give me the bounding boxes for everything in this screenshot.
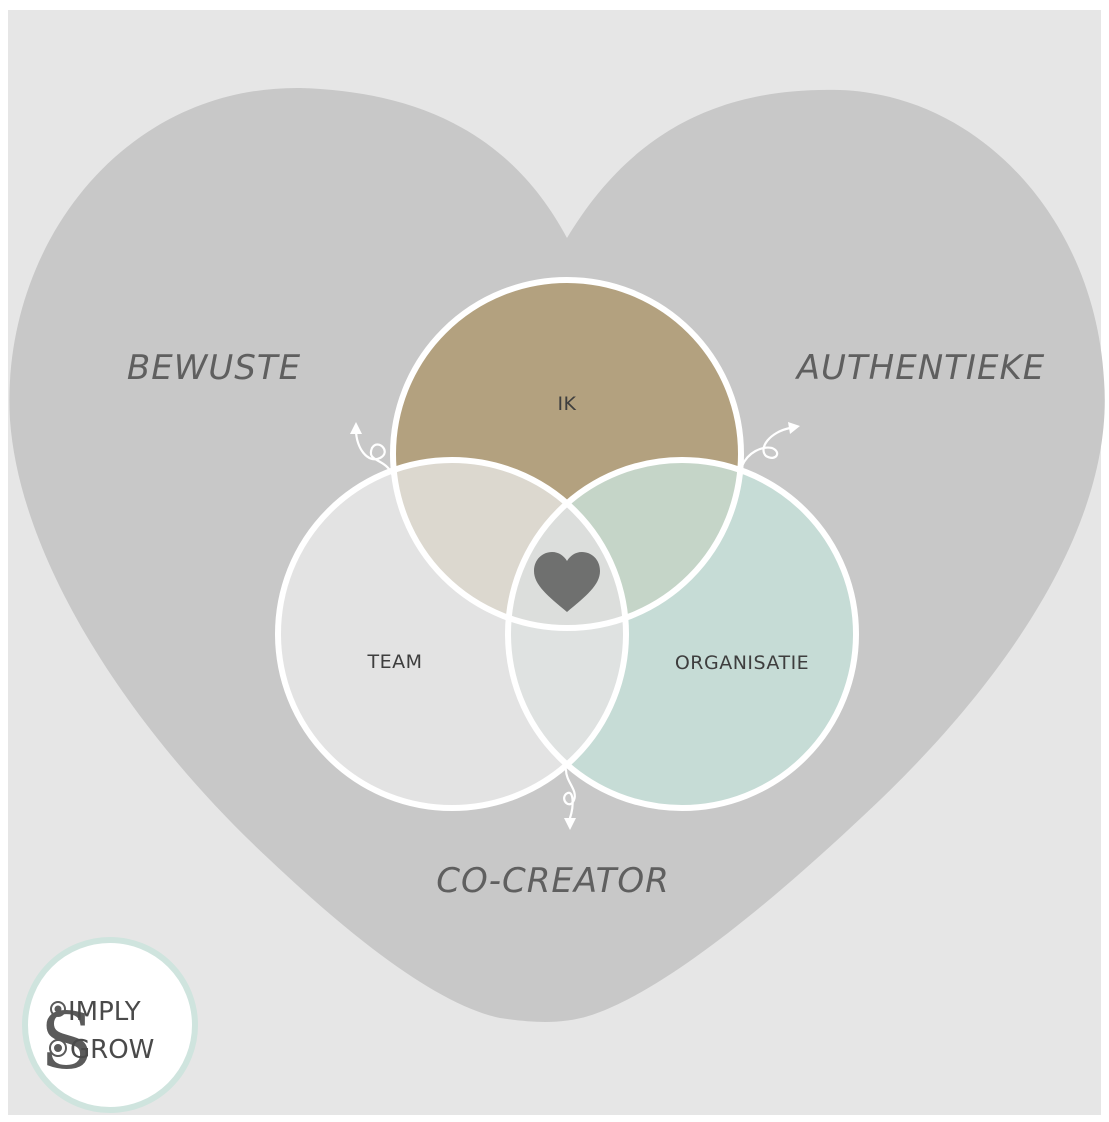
circle-team-outline <box>275 457 629 811</box>
curly-arrow-icon <box>740 422 800 468</box>
curly-arrow-icon <box>350 422 394 476</box>
label-organisatie: ORGANISATIE <box>675 652 809 674</box>
simply-grow-logo: S IMPLY GROW <box>22 937 198 1113</box>
label-authentieke: AUTHENTIEKE <box>795 348 1045 388</box>
label-team: TEAM <box>366 651 422 673</box>
logo-line-1: IMPLY <box>68 997 141 1027</box>
logo-initial: S <box>40 997 93 1087</box>
logo-line-2: GROW <box>70 1035 154 1065</box>
label-ik: IK <box>557 393 576 415</box>
circle-organisatie-outline <box>505 457 859 811</box>
gear-icon <box>50 1001 66 1017</box>
label-co-creator: CO-CREATOR <box>436 861 670 901</box>
overlap-center <box>508 460 626 628</box>
label-bewuste: BEWUSTE <box>127 348 301 388</box>
gear-icon <box>49 1039 67 1057</box>
circle-ik-outline <box>390 277 744 631</box>
curly-arrow-icon <box>563 768 576 830</box>
heart-icon <box>534 552 600 612</box>
